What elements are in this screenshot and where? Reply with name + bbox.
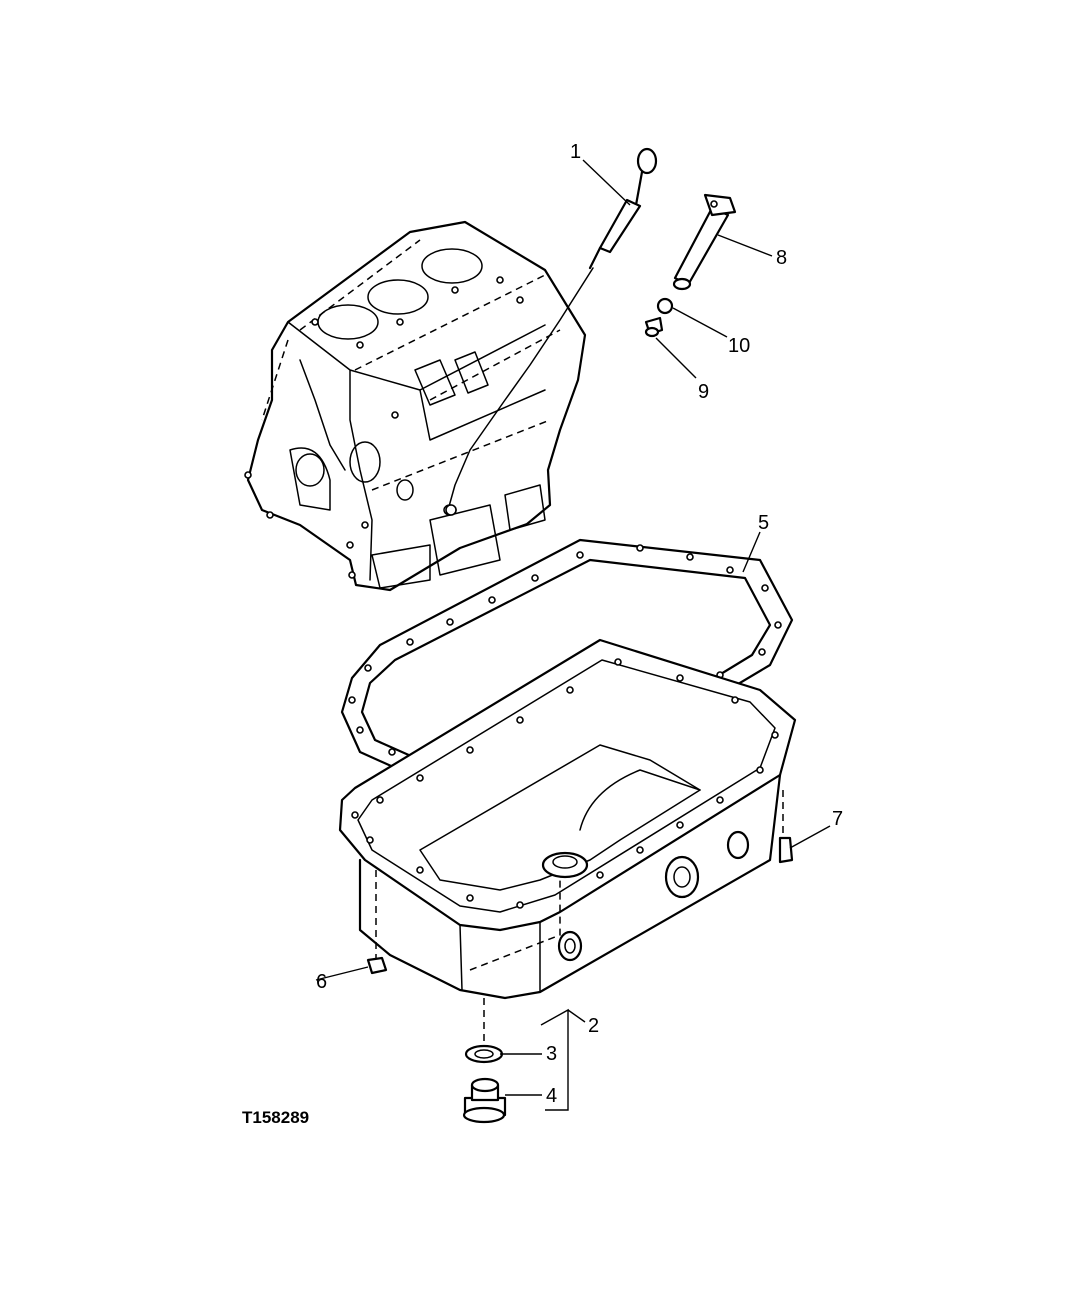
callout-4: 4 (546, 1085, 557, 1107)
oil-pan (338, 638, 797, 1000)
callout-8: 8 (776, 247, 787, 269)
figure-code: T158289 (242, 1108, 309, 1127)
engine-block (244, 220, 587, 592)
callout-2: 2 (588, 1015, 599, 1037)
callout-5: 5 (758, 512, 769, 534)
o-ring (656, 297, 674, 315)
dipstick (445, 147, 658, 516)
bolt (778, 836, 794, 864)
plug (644, 316, 664, 338)
callout-10: 10 (728, 335, 750, 357)
callout-6: 6 (316, 971, 327, 993)
callout-7: 7 (832, 808, 843, 830)
nut (366, 956, 388, 975)
callout-3: 3 (546, 1043, 557, 1065)
dipstick-tube (672, 193, 737, 291)
drain-plug (462, 1077, 507, 1124)
callout-1: 1 (570, 141, 581, 163)
callout-9: 9 (698, 381, 709, 403)
washer (464, 1044, 504, 1064)
leader-lines (315, 159, 831, 1111)
